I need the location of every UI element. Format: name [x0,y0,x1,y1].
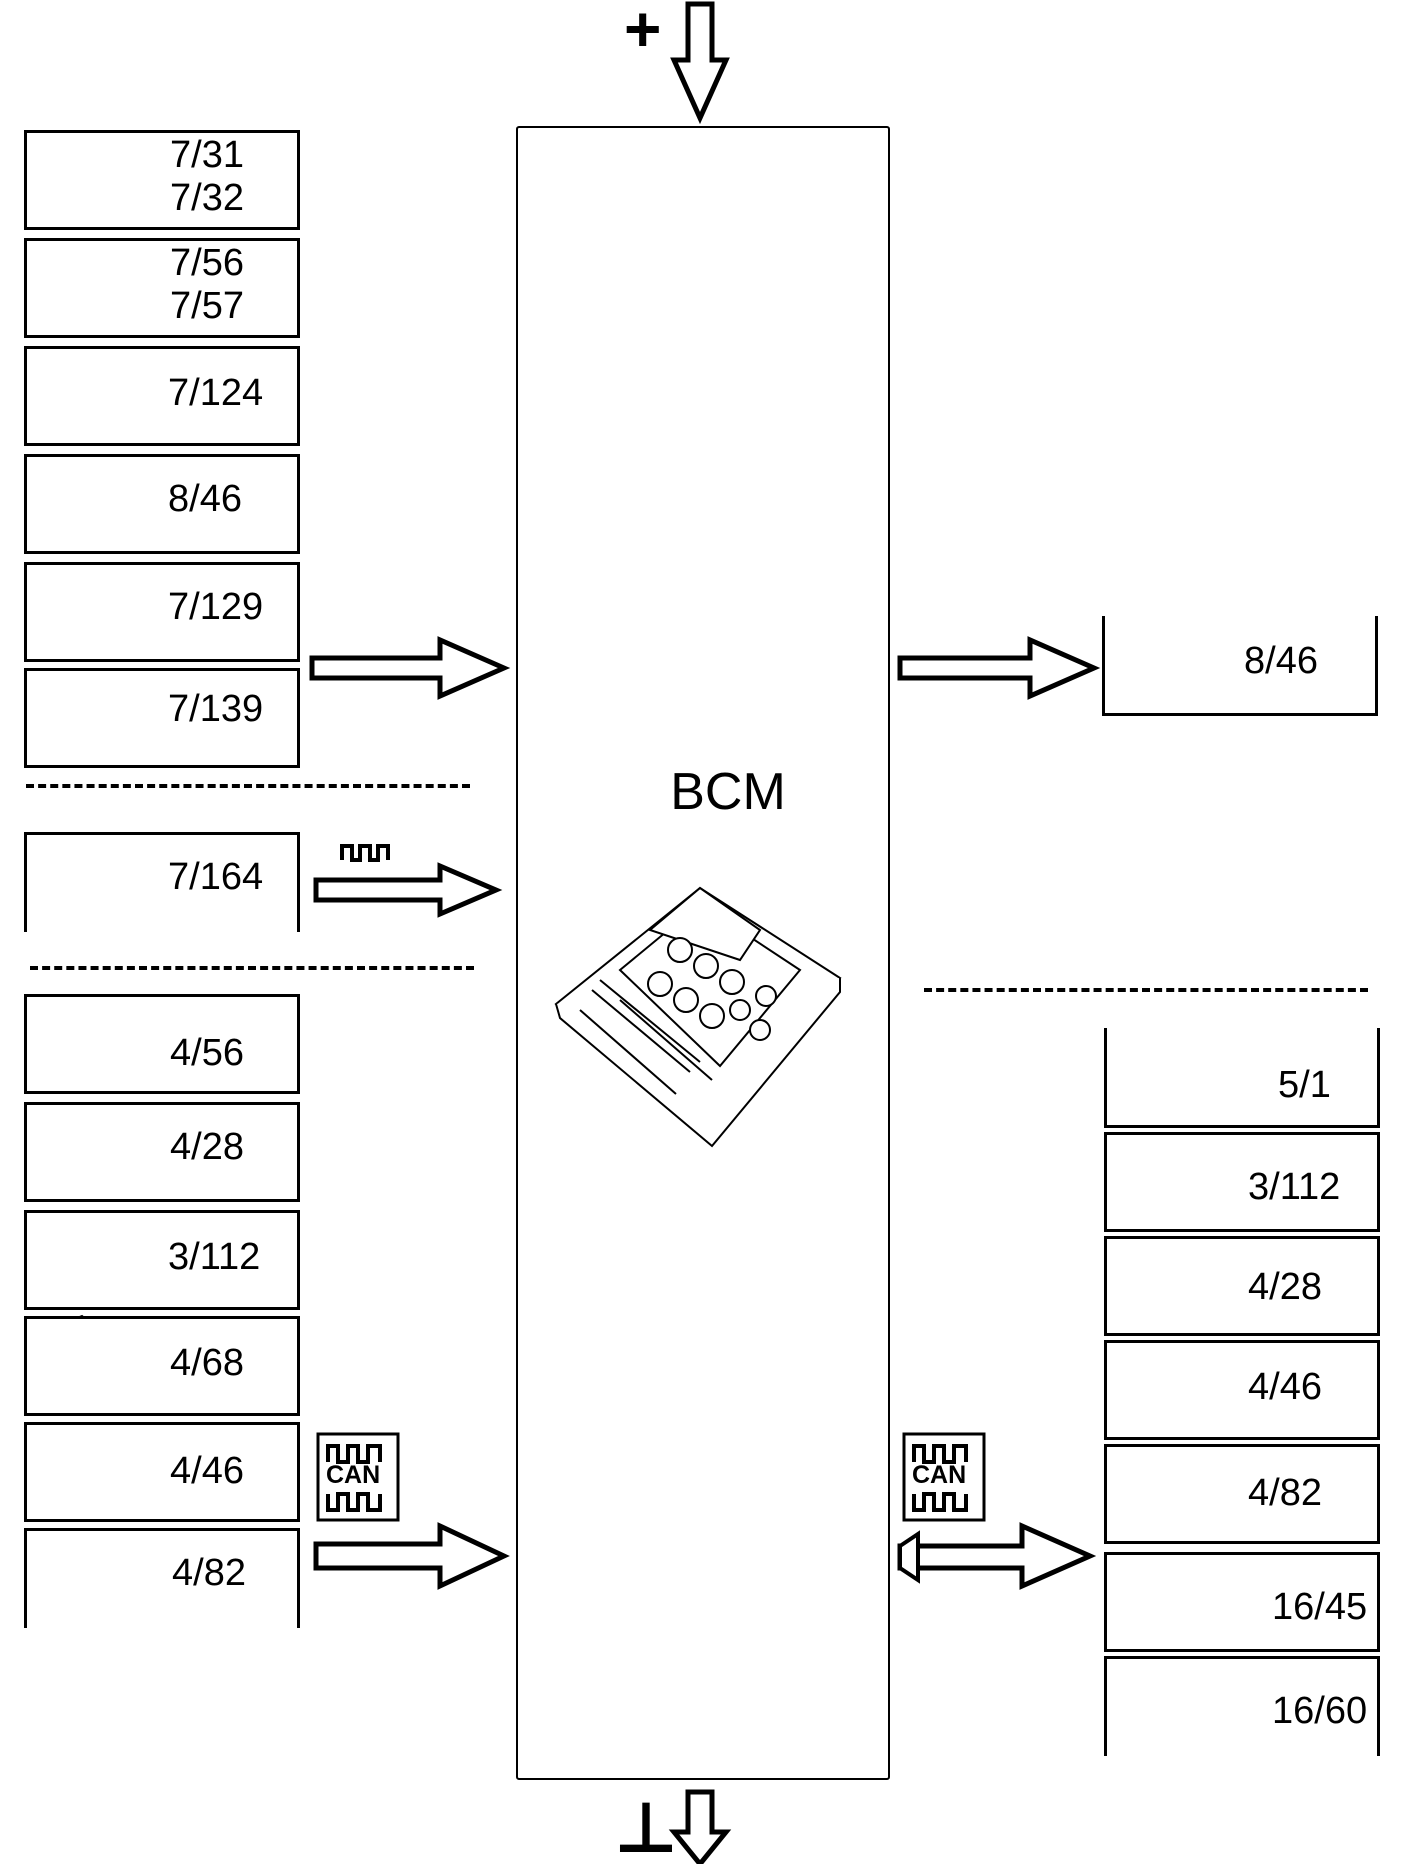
right-can-label: 16/60 [1272,1690,1368,1732]
right-output-label: 8/46 [1244,640,1318,682]
right-can-arrow [897,1522,1097,1590]
left-can-label: 4/68 [170,1342,244,1384]
separator-dashed [924,988,1368,992]
right-can-label: 4/28 [1248,1266,1322,1308]
separator-dashed [30,966,474,970]
left-input-label: 7/31 7/32 [170,134,244,219]
pulse-signal-icon [340,844,390,862]
left-inputs-arrow [309,636,511,700]
right-can-box [1104,1236,1380,1336]
right-can-box [1104,1132,1380,1232]
left-input-box [24,346,300,446]
left-can-box [24,1422,300,1522]
left-signal-label: 7/164 [168,856,264,898]
ground-arrow [668,1789,732,1864]
left-input-box [24,130,300,230]
right-output-box [1102,616,1378,716]
right-can-label: 4/46 [1248,1366,1322,1408]
right-can-label: 4/82 [1248,1472,1322,1514]
can-badge-left [316,1432,400,1522]
right-can-box [1104,1340,1380,1440]
right-can-label: 5/1 [1278,1064,1331,1106]
left-signal-box [24,832,300,932]
ground-symbol: ⊥ [614,1789,678,1867]
left-signal-arrow [313,862,503,918]
left-can-box [24,1316,300,1416]
left-can-label: 4/46 [170,1450,244,1492]
right-output-arrow [897,636,1101,700]
left-input-label: 7/139 [168,688,264,730]
left-can-label: 4/28 [170,1126,244,1168]
left-input-box [24,454,300,554]
left-can-box [24,1528,300,1628]
bcm-title: BCM [670,763,786,821]
right-can-label: 3/112 [1248,1166,1341,1208]
can-badge-left-text: CAN [326,1461,381,1489]
bcm-block [516,126,890,1780]
power-plus-symbol: + [624,0,662,65]
right-can-box [1104,1444,1380,1544]
left-input-label: 7/124 [168,372,264,414]
can-badge-right-text: CAN [912,1461,967,1489]
left-input-box [24,238,300,338]
left-can-label: 4/82 [172,1552,246,1594]
left-input-box [24,668,300,768]
power-in-arrow [670,1,730,125]
right-can-label: 16/45 [1272,1586,1368,1628]
left-input-label: 7/129 [168,586,264,628]
left-can-box [24,994,300,1094]
left-can-label: 3/112 [168,1236,261,1278]
bcm-module-icon [554,886,842,1148]
right-can-box [1104,1656,1380,1756]
right-can-box [1104,1028,1380,1128]
left-input-box [24,562,300,662]
left-can-label: 4/56 [170,1032,244,1074]
left-can-box [24,1210,300,1310]
right-can-box [1104,1552,1380,1652]
left-input-label: 8/46 [168,478,242,520]
can-badge-right [902,1432,986,1522]
left-input-label: 7/56 7/57 [170,242,244,327]
right-can-back-arrow [898,1530,920,1584]
separator-dashed [26,784,470,788]
left-can-box [24,1102,300,1202]
left-can-arrow [313,1522,510,1590]
